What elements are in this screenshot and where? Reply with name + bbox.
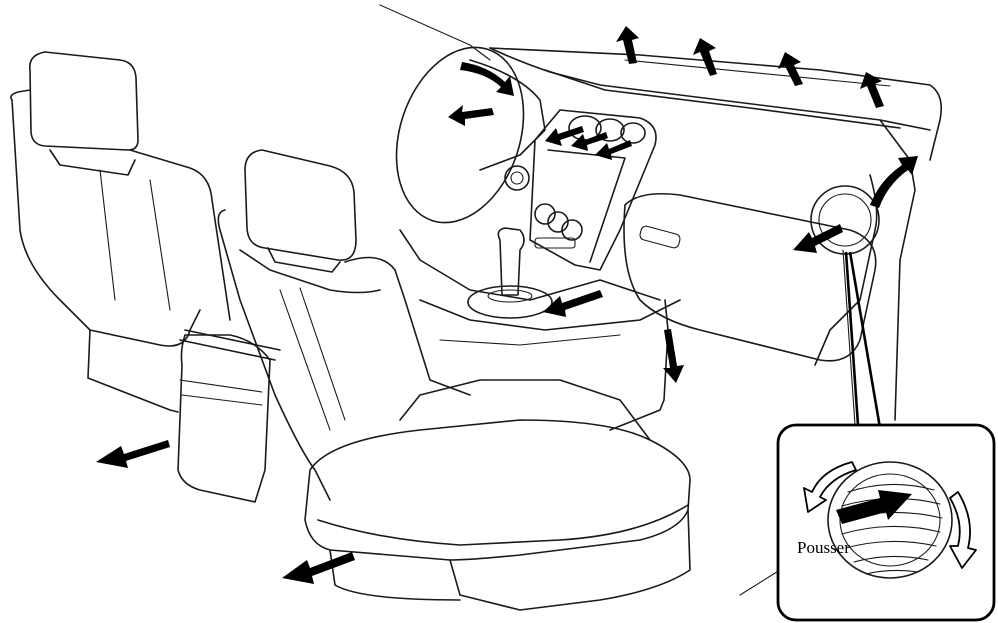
airflow-arrows bbox=[96, 26, 918, 584]
rear-seat bbox=[10, 51, 281, 413]
driver-vent-arrow bbox=[448, 105, 494, 126]
console-floor-arrow bbox=[543, 290, 603, 317]
push-label: Pousser bbox=[797, 538, 850, 557]
rotate-left-arrow bbox=[803, 461, 857, 513]
passenger-vent-arrow bbox=[793, 224, 843, 253]
steering-wheel bbox=[379, 4, 525, 224]
push-arrow bbox=[836, 490, 912, 524]
center-vent-arrow-1 bbox=[545, 126, 584, 146]
rear-floor-arrow-2 bbox=[282, 552, 355, 584]
vent-detail-callout bbox=[776, 423, 996, 622]
center-vent-arrow-3 bbox=[595, 140, 632, 160]
driver-vent-swing-arrow bbox=[460, 62, 514, 96]
front-seat bbox=[217, 149, 691, 611]
rear-floor-arrow-1 bbox=[96, 440, 170, 468]
defrost-arrow-3 bbox=[778, 52, 803, 86]
defrost-arrow-4 bbox=[860, 72, 884, 108]
passenger-vent-swing-arrow bbox=[870, 156, 918, 208]
center-vent-arrow-2 bbox=[571, 132, 608, 151]
defrost-arrow-2 bbox=[693, 38, 717, 76]
defrost-arrow-1 bbox=[616, 26, 639, 64]
footwell-arrow bbox=[663, 329, 684, 383]
dashboard bbox=[469, 47, 943, 421]
rotate-right-arrow bbox=[949, 491, 977, 569]
floor-console bbox=[399, 227, 681, 431]
center-armrest bbox=[177, 334, 271, 503]
